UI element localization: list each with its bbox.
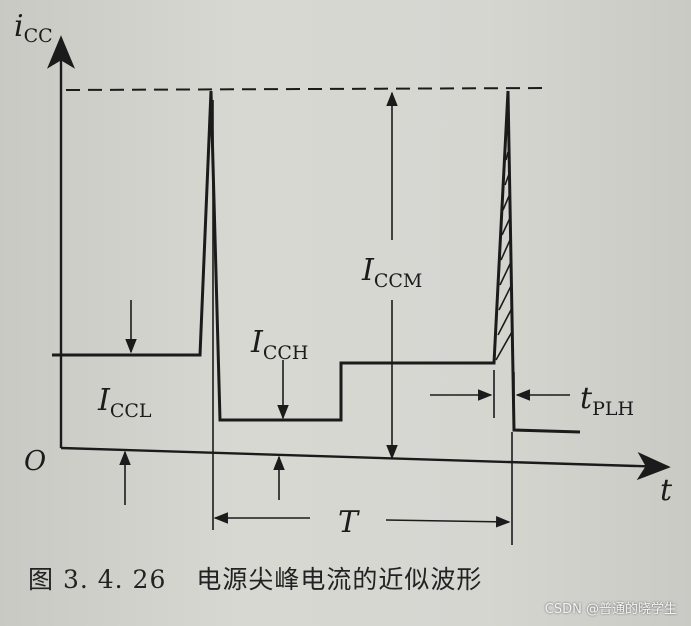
tplh-label: tPLH	[580, 381, 634, 420]
period-arrow-right	[385, 516, 511, 528]
x-axis	[60, 446, 671, 481]
current-waveform	[52, 90, 581, 434]
caption-text: 电源尖峰电流的近似波形	[196, 565, 483, 594]
watermark: CSDN @普通的晓学生	[544, 602, 677, 617]
iccl-label: ICCL	[97, 383, 152, 422]
peak-reference-line	[65, 87, 551, 91]
x-axis-label: t	[660, 473, 673, 508]
origin-label: O	[24, 446, 46, 477]
tplh-hatch	[495, 151, 514, 361]
y-axis-label: iCC	[14, 9, 53, 47]
figure-caption: 图 3. 4. 26 电源尖峰电流的近似波形	[28, 560, 482, 596]
period-label: T	[338, 505, 360, 540]
caption-number: 图 3. 4. 26	[28, 565, 167, 594]
icch-label: ICCH	[250, 325, 309, 364]
iccm-label: ICCM	[361, 253, 422, 292]
